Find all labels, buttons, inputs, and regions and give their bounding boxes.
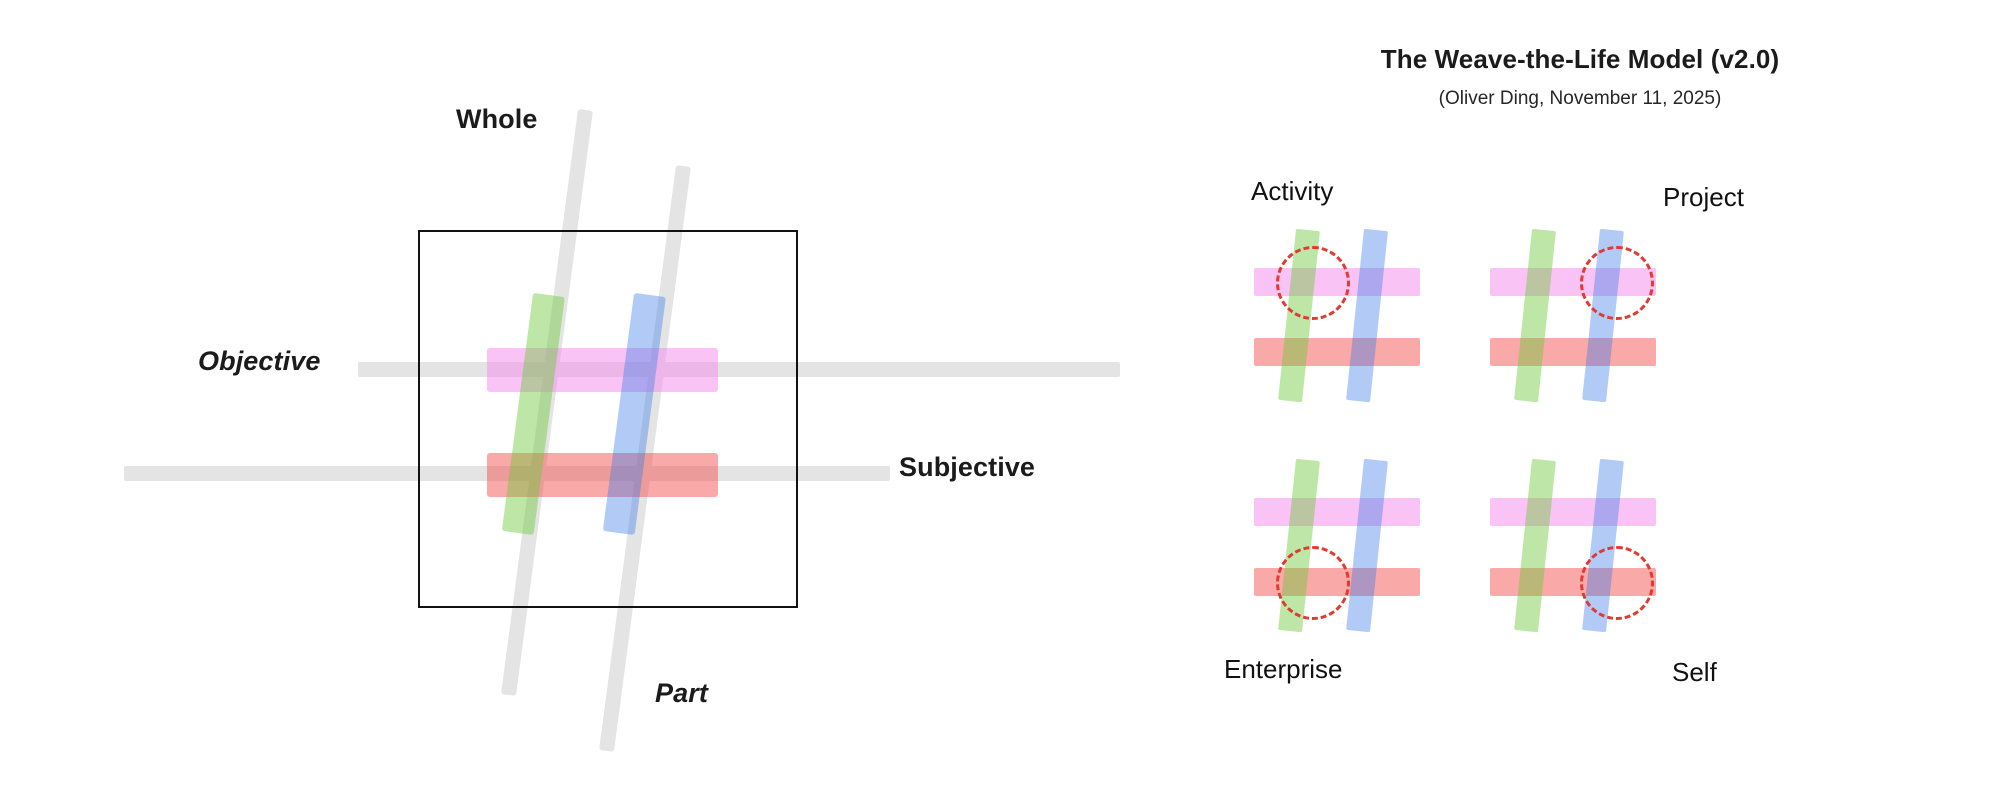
quadrant-label-project: Project [1663,182,1744,212]
main-weave-diagram: Whole Part Objective Subjective [124,104,1120,752]
quadrant-self[interactable]: Self [1490,450,1717,687]
quadrant-enterprise[interactable]: Enterprise [1224,450,1454,684]
pink-horizontal-ribbon [1254,498,1420,526]
boundary-square [418,230,798,608]
red-horizontal-ribbon [487,453,718,497]
model-panel: The Weave-the-Life Model (v2.0) (Oliver … [1160,0,2000,805]
axis-label-whole: Whole [456,104,538,134]
page-title: The Weave-the-Life Model (v2.0) [1380,44,1780,74]
quadrant-activity[interactable]: Activity [1251,176,1454,420]
axis-label-part: Part [655,678,708,708]
subjective-axis-line [124,466,890,481]
quadrant-project[interactable]: Project [1490,182,1744,420]
pink-horizontal-ribbon [1490,498,1656,526]
highlight-circle-icon [1580,546,1654,620]
pink-horizontal-ribbon [487,348,718,392]
green-vertical-ribbon [1514,228,1556,403]
highlight-circle-icon [1276,546,1350,620]
quadrant-label-self: Self [1672,657,1717,687]
highlight-circle-icon [1580,246,1654,320]
red-horizontal-ribbon [1254,338,1420,366]
highlight-circle-icon [1276,246,1350,320]
green-vertical-ribbon [1514,458,1556,633]
quadrant-label-activity: Activity [1251,176,1334,206]
page-subtitle: (Oliver Ding, November 11, 2025) [1438,88,1722,109]
axis-label-subjective: Subjective [899,452,1036,482]
quadrant-label-enterprise: Enterprise [1224,654,1343,684]
red-horizontal-ribbon [1490,338,1656,366]
axis-label-objective: Objective [198,346,321,376]
blue-vertical-ribbon [1346,458,1388,633]
blue-vertical-ribbon [1346,228,1388,403]
